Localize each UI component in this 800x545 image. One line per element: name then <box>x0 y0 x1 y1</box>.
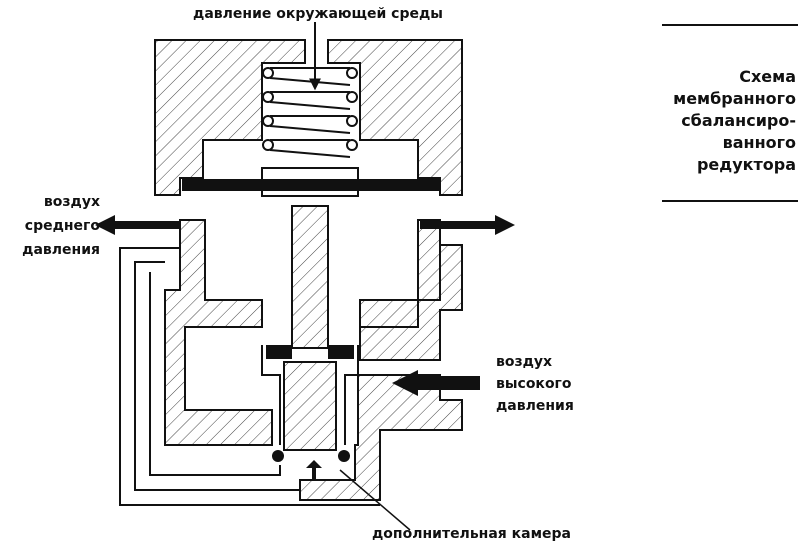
middle-body-left <box>164 219 273 446</box>
medium-pressure-arrow-right <box>420 215 515 235</box>
label-high-air-3: давления <box>496 398 574 414</box>
lower-body-right <box>359 244 463 361</box>
label-medium-air-1: воздух <box>44 194 100 210</box>
valve-stem <box>291 205 329 349</box>
inner-chamber-left-wall <box>261 345 281 445</box>
valve-stem-lower <box>283 361 337 451</box>
bypass-channel-outer <box>119 247 380 506</box>
medium-pressure-arrow-left <box>95 215 180 235</box>
top-housing-right <box>327 39 463 196</box>
valve-seat-right <box>328 345 354 359</box>
diagram-title: Схема мембранного сбалансиро- ванного ре… <box>662 66 796 176</box>
title-block: Схема мембранного сбалансиро- ванного ре… <box>662 24 798 204</box>
title-line-1: Схема <box>739 67 796 86</box>
extra-chamber-leader <box>339 469 411 531</box>
o-ring-right <box>338 450 350 462</box>
valve-seat-left <box>266 345 292 359</box>
inner-chamber-right-wall <box>344 345 359 445</box>
title-line-3: сбалансиро- <box>681 111 796 130</box>
label-medium-air-3: давления <box>22 242 100 258</box>
top-housing-left <box>154 39 306 196</box>
membrane <box>182 179 440 191</box>
title-rule-top <box>662 24 798 26</box>
o-ring-left <box>272 450 284 462</box>
label-ambient-pressure: давление окружающей среды <box>193 6 443 22</box>
high-pressure-arrow <box>392 370 480 396</box>
title-line-4: ванного <box>722 133 796 152</box>
bypass-channel-wall <box>149 272 281 476</box>
spring <box>262 67 358 158</box>
title-rule-bottom <box>662 200 798 202</box>
title-line-5: редуктора <box>696 155 796 174</box>
label-high-air-2: высокого <box>496 376 572 392</box>
label-medium-air-2: среднего <box>25 218 101 234</box>
chamber-arrow <box>306 460 322 480</box>
title-line-2: мембранного <box>673 89 796 108</box>
bypass-channel-inner <box>134 261 300 491</box>
high-pressure-inlet-body <box>299 374 463 501</box>
label-extra-chamber: дополнительная камера <box>372 526 571 542</box>
label-high-air-1: воздух <box>496 354 552 370</box>
